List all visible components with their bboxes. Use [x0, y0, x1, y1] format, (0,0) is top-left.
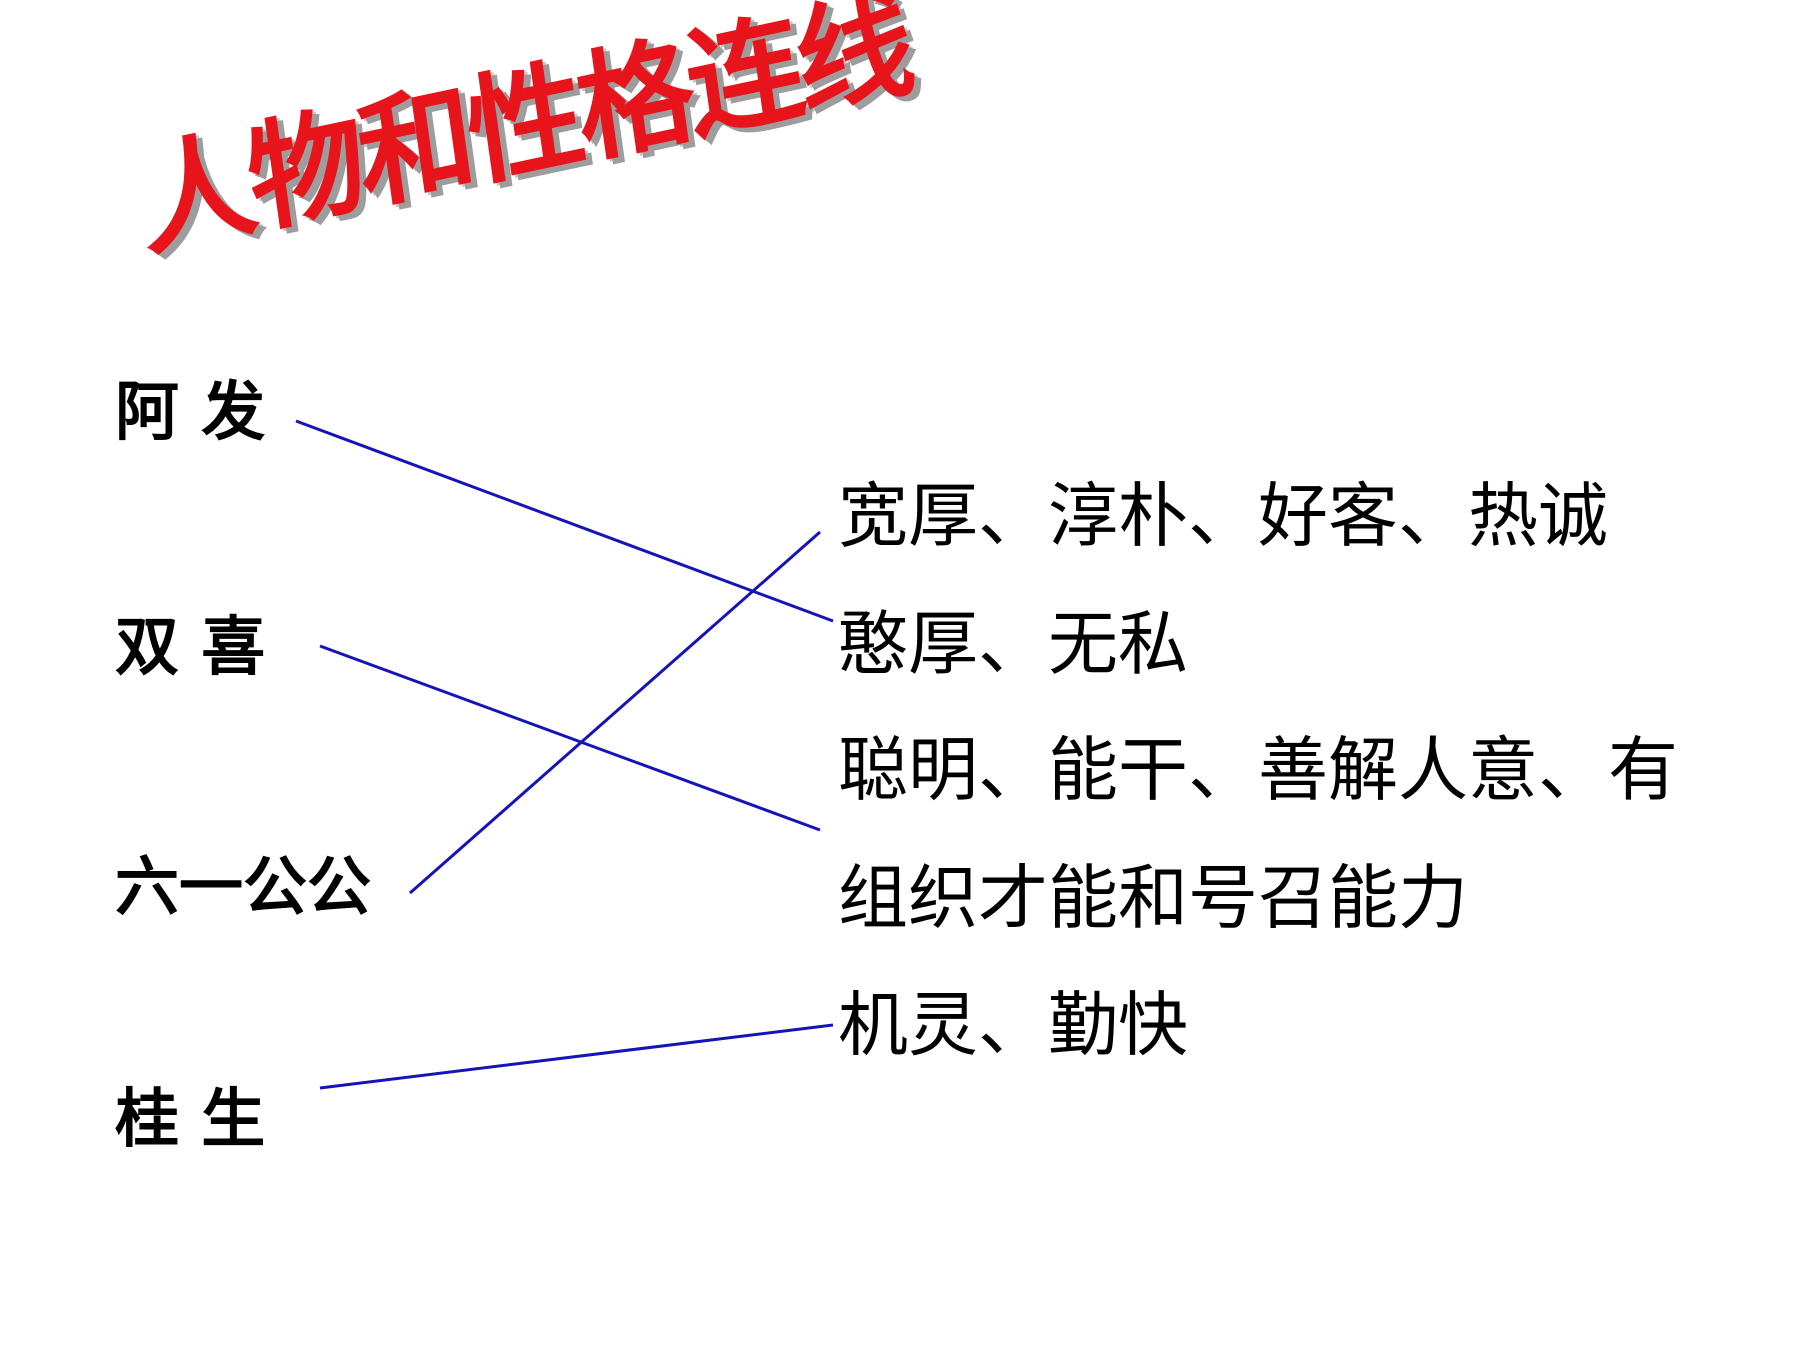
- link-shuangxi-congming: [319, 644, 821, 832]
- trait-hanhou: 憨厚、无私: [838, 603, 1188, 685]
- trait-jiling: 机灵、勤快: [838, 984, 1188, 1066]
- trait-zuzhi: 组织才能和号召能力: [838, 857, 1468, 939]
- person-guisheng: 桂 生: [115, 1083, 266, 1157]
- person-afa: 阿 发: [115, 376, 266, 450]
- link-guisheng-jiling: [319, 1023, 834, 1090]
- person-shuangxi: 双 喜: [115, 611, 266, 685]
- link-liuyi-kuanhou: [409, 530, 821, 895]
- link-afa-hanhou: [295, 419, 834, 623]
- person-liuyi: 六一公公: [115, 851, 371, 925]
- trait-kuanhou: 宽厚、淳朴、好客、热诚: [838, 475, 1608, 557]
- trait-congming: 聪明、能干、善解人意、有: [838, 729, 1678, 811]
